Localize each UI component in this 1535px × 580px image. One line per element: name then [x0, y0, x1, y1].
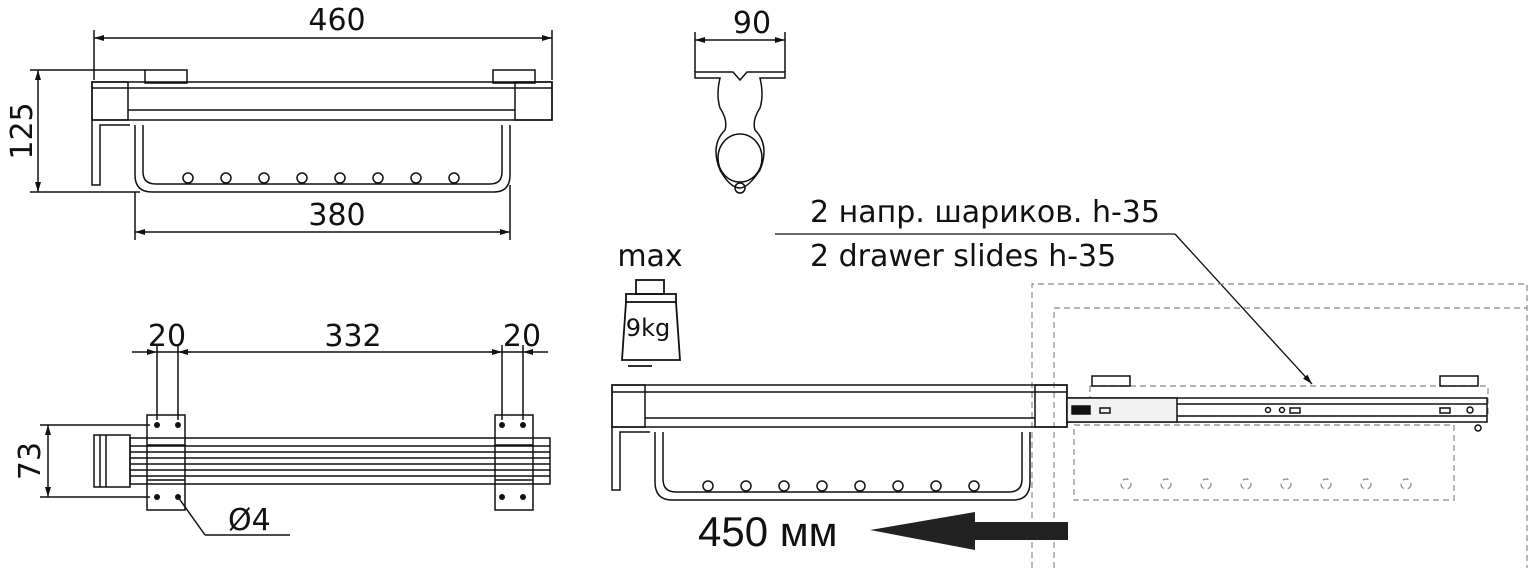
weight-icon: [621, 279, 681, 367]
dim-332: 332: [324, 319, 381, 354]
extended-rack: [611, 384, 1068, 501]
side-profile: [694, 32, 786, 194]
dim-125: 125: [5, 102, 40, 159]
dim-20-right: 20: [503, 319, 541, 354]
extension-label: 450 мм: [698, 508, 838, 555]
dim-20-left: 20: [148, 319, 186, 354]
dim-73: 73: [13, 442, 48, 480]
extension-arrow: [870, 512, 1068, 550]
dim-380: 380: [308, 198, 365, 233]
drawer-slide: [1066, 375, 1488, 432]
dim-90: 90: [733, 6, 771, 41]
cabinet-outline: [1031, 283, 1528, 568]
slides-label-en: 2 drawer slides h-35: [810, 239, 1116, 274]
mount-holes: [154, 422, 526, 500]
mount-view: [40, 345, 551, 536]
weight-load-label: 9kg: [626, 314, 670, 342]
weight-max-label: max: [617, 239, 682, 274]
front-view: [30, 30, 553, 240]
slides-label-ru: 2 напр. шариков. h-35: [810, 195, 1160, 230]
slides-leader: [775, 233, 1313, 385]
basket-holes: [182, 172, 460, 184]
dim-460: 460: [308, 3, 365, 38]
dim-hole-diameter: Ø4: [228, 503, 271, 538]
